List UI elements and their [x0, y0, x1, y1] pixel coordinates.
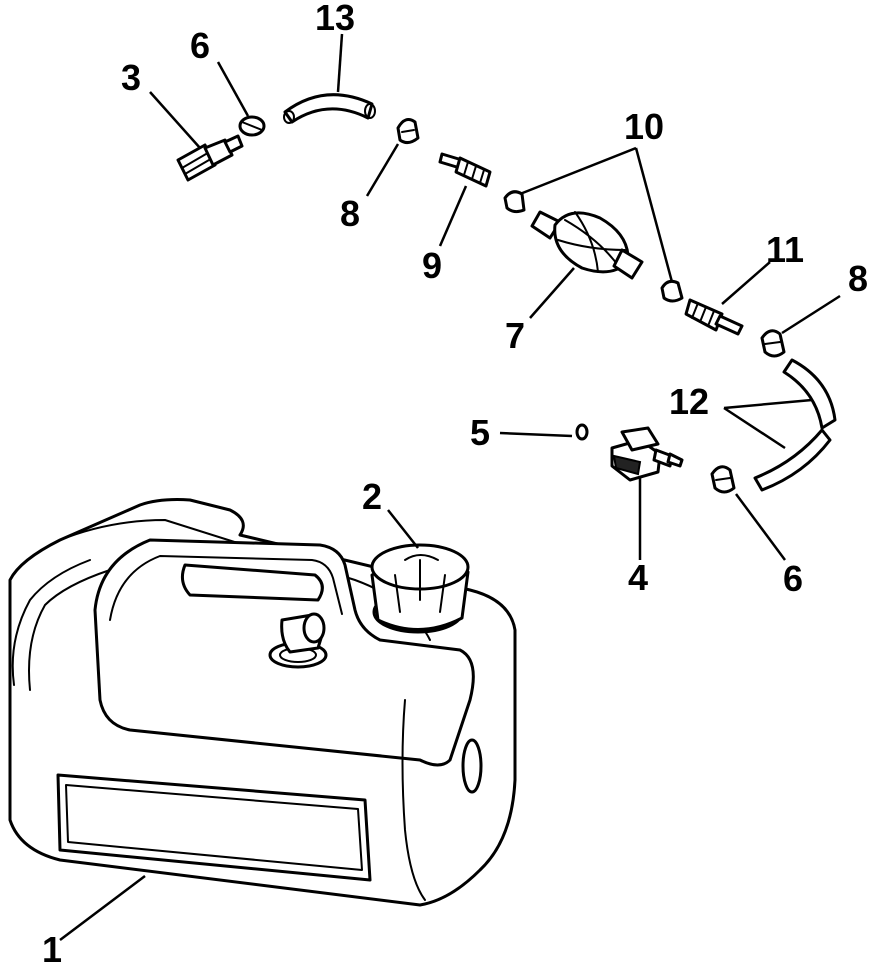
leader-7: [529, 267, 575, 319]
hose-clamp-upper: [238, 115, 266, 137]
leader-8b: [781, 294, 841, 335]
clamp-lower-right: [760, 329, 786, 358]
callout-2: 2: [362, 476, 382, 517]
callout-5: 5: [470, 412, 490, 453]
callout-9: 9: [422, 245, 442, 286]
callout-1: 1: [42, 929, 62, 967]
callout-labels: 1 2 3 4 5 6 6 7 8 8 9 10 11 12 13: [42, 0, 868, 967]
leader-12b: [723, 406, 786, 450]
leader-6a: [216, 61, 250, 117]
leader-2: [387, 509, 419, 549]
clamp-10-right: [660, 279, 684, 303]
hose-clamp-lower: [710, 465, 736, 494]
clamp-upper: [396, 118, 420, 145]
callout-12: 12: [669, 381, 709, 422]
vent-hose: [283, 93, 376, 124]
callout-8b: 8: [848, 258, 868, 299]
leader-11: [721, 261, 771, 305]
leader-10b: [634, 147, 674, 283]
fuel-connector: [610, 426, 684, 482]
callout-3: 3: [121, 57, 141, 98]
leader-1: [59, 875, 146, 941]
fuel-hose-lower: [753, 428, 832, 492]
o-ring: [575, 423, 589, 441]
callout-6b: 6: [783, 558, 803, 599]
leader-3: [149, 91, 201, 149]
callout-4: 4: [628, 557, 648, 598]
callout-10: 10: [624, 106, 664, 147]
barb-fitting: [438, 152, 492, 188]
leader-8a: [365, 143, 400, 197]
leader-9: [438, 185, 468, 247]
leader-6b: [734, 493, 787, 561]
connector-fitting: [176, 134, 244, 182]
callout-8a: 8: [340, 193, 360, 234]
callout-6a: 6: [190, 25, 210, 66]
barb-fitting-11: [684, 298, 744, 336]
leader-13: [336, 33, 344, 93]
callout-13: 13: [315, 0, 355, 38]
leader-5: [499, 431, 573, 438]
leader-10a: [519, 146, 637, 196]
primer-bulb: [530, 210, 644, 280]
fuel-hose-upper: [782, 358, 837, 430]
callout-7: 7: [505, 315, 525, 356]
leader-12a: [723, 398, 813, 410]
leader-lines: [59, 33, 841, 941]
clamp-10-left: [503, 190, 526, 214]
callout-11: 11: [766, 229, 804, 270]
filler-cap: [370, 543, 470, 631]
